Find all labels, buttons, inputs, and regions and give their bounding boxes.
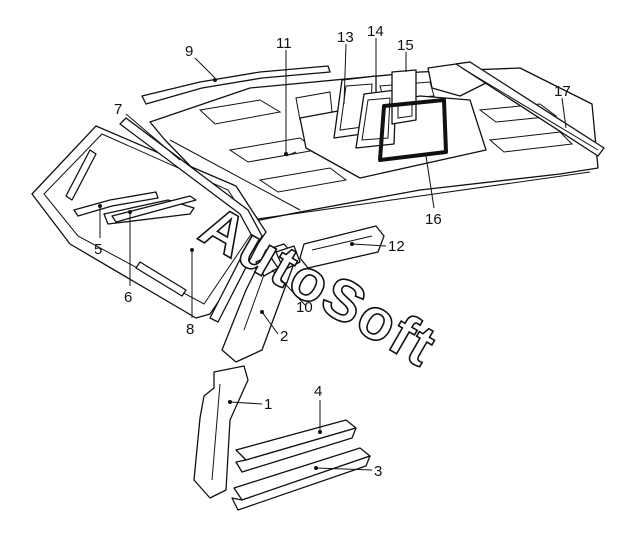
sunroof-bracket-15	[391, 69, 417, 125]
callout-1: 1	[264, 396, 272, 413]
callout-3: 3	[374, 463, 382, 480]
callout-17: 17	[554, 83, 571, 100]
pillar-post-1	[193, 365, 249, 499]
side-rail-17	[455, 61, 605, 157]
leader-lines	[99, 38, 567, 471]
callout-5: 5	[94, 241, 102, 258]
header-trim-12	[299, 225, 385, 269]
sun-visor-6	[103, 195, 197, 225]
callout-6: 6	[124, 289, 132, 306]
callout-12: 12	[388, 238, 405, 255]
callout-2: 2	[280, 328, 288, 345]
sunroof-seal-16	[378, 98, 448, 162]
callout-16: 16	[425, 211, 442, 228]
callout-15: 15	[397, 37, 414, 54]
callout-9: 9	[185, 43, 193, 60]
callout-11: 11	[276, 35, 292, 52]
visor-bracket-5	[73, 191, 159, 217]
sill-trim-4	[235, 419, 357, 473]
drip-rail-9	[141, 65, 331, 105]
callout-labels: 9 11 13 14 15 17 7 16 12 5 6 10 8 2 4 1 …	[94, 23, 571, 480]
callout-13: 13	[337, 29, 354, 46]
callout-7: 7	[114, 101, 122, 118]
callout-8: 8	[186, 321, 194, 338]
sill-trim-3	[231, 447, 371, 511]
headliner-11	[285, 151, 297, 157]
callout-14: 14	[367, 23, 384, 40]
callout-10: 10	[296, 299, 313, 316]
windshield-8	[31, 125, 267, 319]
callout-4: 4	[314, 383, 322, 400]
